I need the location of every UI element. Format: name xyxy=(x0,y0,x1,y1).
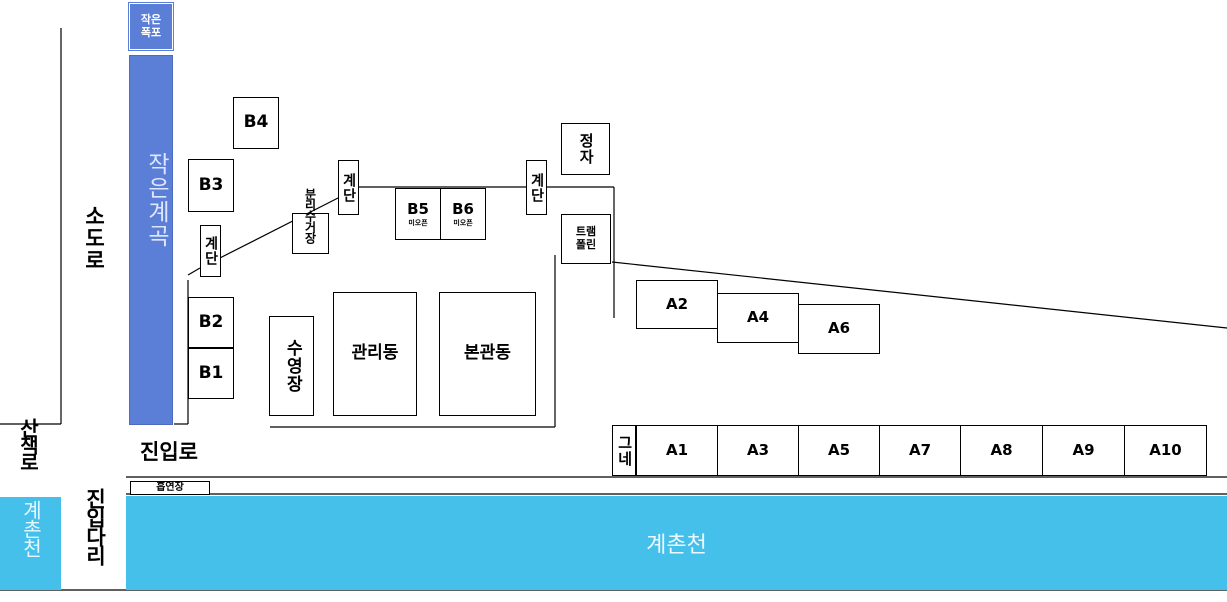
smoking-area-label: 흡연장 xyxy=(156,482,184,494)
site-b4[interactable]: B4 xyxy=(233,97,279,149)
site-b2[interactable]: B2 xyxy=(188,297,234,348)
site-a2-label: A2 xyxy=(665,294,689,313)
site-a5-label: A5 xyxy=(827,440,851,459)
site-a9-label: A9 xyxy=(1072,440,1095,459)
small-waterfall-label: 작은 폭포 xyxy=(140,13,162,39)
site-a8[interactable]: A8 xyxy=(960,425,1043,476)
pavilion-label: 정자 xyxy=(577,133,596,165)
small-waterfall: 작은 폭포 xyxy=(128,2,174,51)
stairs-1-label: 계단 xyxy=(202,236,219,266)
gyechon-left-label: 계촌천 xyxy=(19,500,43,557)
stairs-2-label: 계단 xyxy=(340,172,357,203)
stairs-2: 계단 xyxy=(338,160,359,215)
main-building-label: 본관동 xyxy=(464,343,511,364)
site-b6-status: 미오픈 xyxy=(453,218,473,227)
trampoline: 트램 폴린 xyxy=(561,214,611,264)
stairs-3-label: 계단 xyxy=(528,172,545,203)
small-valley-stream: 작은계곡 xyxy=(129,55,173,425)
small-road-label: 소도로 xyxy=(82,205,106,271)
site-b6[interactable]: B6 미오픈 xyxy=(440,188,486,240)
stairs-3: 계단 xyxy=(526,160,547,215)
main-building: 본관동 xyxy=(439,292,536,416)
swimming-pool-label: 수영장 xyxy=(282,339,303,393)
pavilion: 정자 xyxy=(561,123,610,175)
site-b5-status: 미오픈 xyxy=(408,218,428,227)
site-a1[interactable]: A1 xyxy=(636,425,718,476)
site-a6-label: A6 xyxy=(827,319,851,338)
admin-building-label: 관리동 xyxy=(351,343,399,364)
site-a8-label: A8 xyxy=(990,440,1013,459)
site-b3[interactable]: B3 xyxy=(188,159,234,212)
site-a6[interactable]: A6 xyxy=(798,304,880,354)
river-label: 계촌천 xyxy=(646,533,707,558)
trampoline-label: 트램 폴린 xyxy=(575,225,597,251)
site-a9[interactable]: A9 xyxy=(1042,425,1125,476)
site-b6-label: B6 xyxy=(452,200,474,219)
walking-trail-label: 산책로 xyxy=(16,418,40,469)
gyechon-stream-left: 계촌천 xyxy=(0,497,61,590)
site-a3[interactable]: A3 xyxy=(717,425,799,476)
small-valley-label: 작은계곡 xyxy=(143,152,169,248)
smoking-area: 흡연장 xyxy=(130,481,210,495)
separate-collection-area xyxy=(292,213,329,254)
site-b1-label: B1 xyxy=(198,362,224,383)
site-b5-label: B5 xyxy=(407,200,429,219)
site-a1-label: A1 xyxy=(665,440,689,459)
site-a7[interactable]: A7 xyxy=(879,425,961,476)
site-a10-label: A10 xyxy=(1149,440,1182,459)
entry-bridge-label: 진입다리 xyxy=(83,488,107,564)
swing-label: 그네 xyxy=(615,434,634,467)
site-b2-label: B2 xyxy=(198,311,224,332)
site-a7-label: A7 xyxy=(908,440,932,459)
stairs-1: 계단 xyxy=(200,225,221,277)
site-a4-label: A4 xyxy=(746,308,770,327)
site-b1[interactable]: B1 xyxy=(188,348,234,399)
gyechon-river: 계촌천 xyxy=(126,496,1227,590)
site-b4-label: B4 xyxy=(243,112,269,133)
swing: 그네 xyxy=(612,425,636,476)
site-b5[interactable]: B5 미오픈 xyxy=(395,188,441,240)
admin-building: 관리동 xyxy=(333,292,417,416)
site-a5[interactable]: A5 xyxy=(798,425,880,476)
separate-collection-label: 분리수거장 xyxy=(303,188,317,243)
site-a10[interactable]: A10 xyxy=(1124,425,1207,476)
site-a4[interactable]: A4 xyxy=(717,293,799,343)
site-b3-label: B3 xyxy=(198,174,224,195)
site-a2[interactable]: A2 xyxy=(636,280,718,329)
site-a3-label: A3 xyxy=(746,440,770,459)
entry-road-label: 진입로 xyxy=(140,440,198,464)
swimming-pool: 수영장 xyxy=(269,316,314,416)
